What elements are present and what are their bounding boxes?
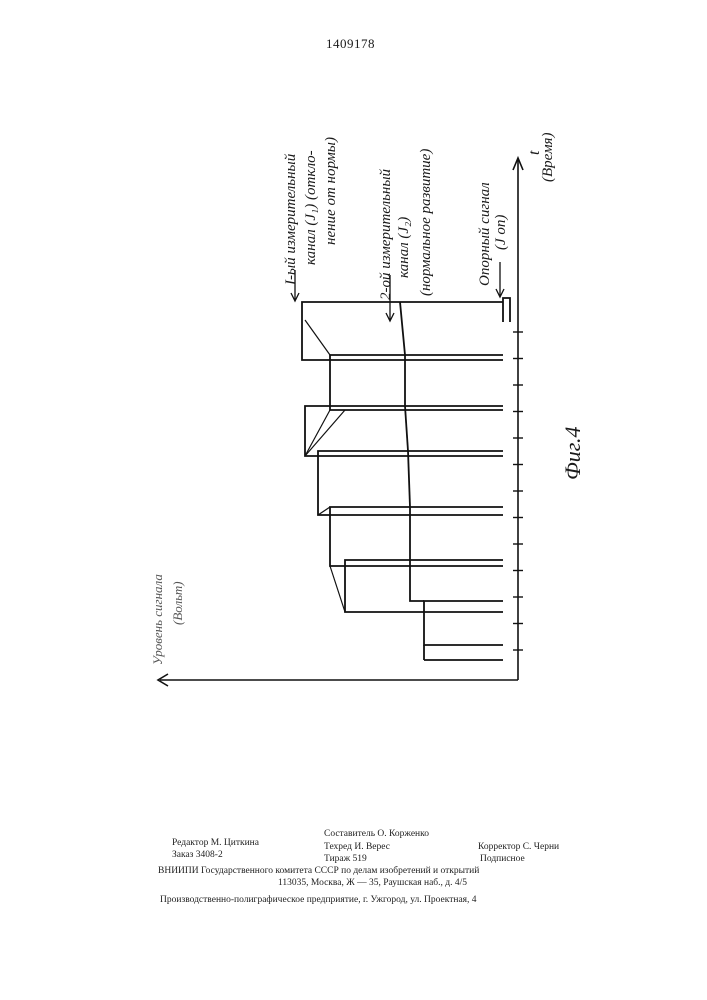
imprint-subscription: Подписное bbox=[480, 854, 525, 864]
channel-2-label-line1: 2-ой измерительный bbox=[378, 169, 395, 300]
imprint-corrector: Корректор С. Черни bbox=[478, 842, 559, 852]
time-axis bbox=[513, 158, 523, 680]
time-axis-label: (Время) bbox=[540, 133, 557, 182]
imprint-editor: Редактор М. Циткина bbox=[172, 838, 259, 848]
imprint-techred: Техред И. Верес bbox=[324, 842, 390, 852]
figure-caption: Фиг.4 bbox=[560, 427, 586, 481]
y-axis-label-line1: Уровень сигнала bbox=[150, 574, 166, 665]
reference-label-line2: (J оп) bbox=[493, 215, 510, 250]
imprint-vniipi: ВНИИПИ Государственного комитета СССР по… bbox=[158, 866, 479, 876]
imprint-address: 113035, Москва, Ж — 35, Раушская наб., д… bbox=[278, 878, 467, 888]
channel-1-label-line1: I-ый измерительный bbox=[283, 154, 300, 285]
channel-1-label-line2: канал (J₁) (отклo- bbox=[303, 150, 320, 265]
imprint-printing: Производственно-полиграфическое предприя… bbox=[160, 895, 477, 905]
reference-label-line1: Опорный сигнал bbox=[477, 182, 494, 286]
envelope-lines bbox=[305, 320, 345, 612]
channel-1-label-line3: нение от нормы) bbox=[323, 137, 340, 245]
y-axis-label-line2: (Вольт) bbox=[170, 581, 186, 625]
reference-signal bbox=[503, 298, 510, 322]
imprint-compiler: Составитель О. Корженко bbox=[324, 829, 429, 839]
channel-2-label-line2: канал (J₂) bbox=[396, 217, 413, 278]
imprint-circulation: Тираж 519 bbox=[324, 854, 367, 864]
imprint-order: Заказ 3408-2 bbox=[172, 850, 223, 860]
channel-2-label-line3: (нормальное развитие) bbox=[418, 149, 435, 296]
y-axis bbox=[158, 674, 518, 686]
channel-1-waveform bbox=[302, 302, 503, 645]
